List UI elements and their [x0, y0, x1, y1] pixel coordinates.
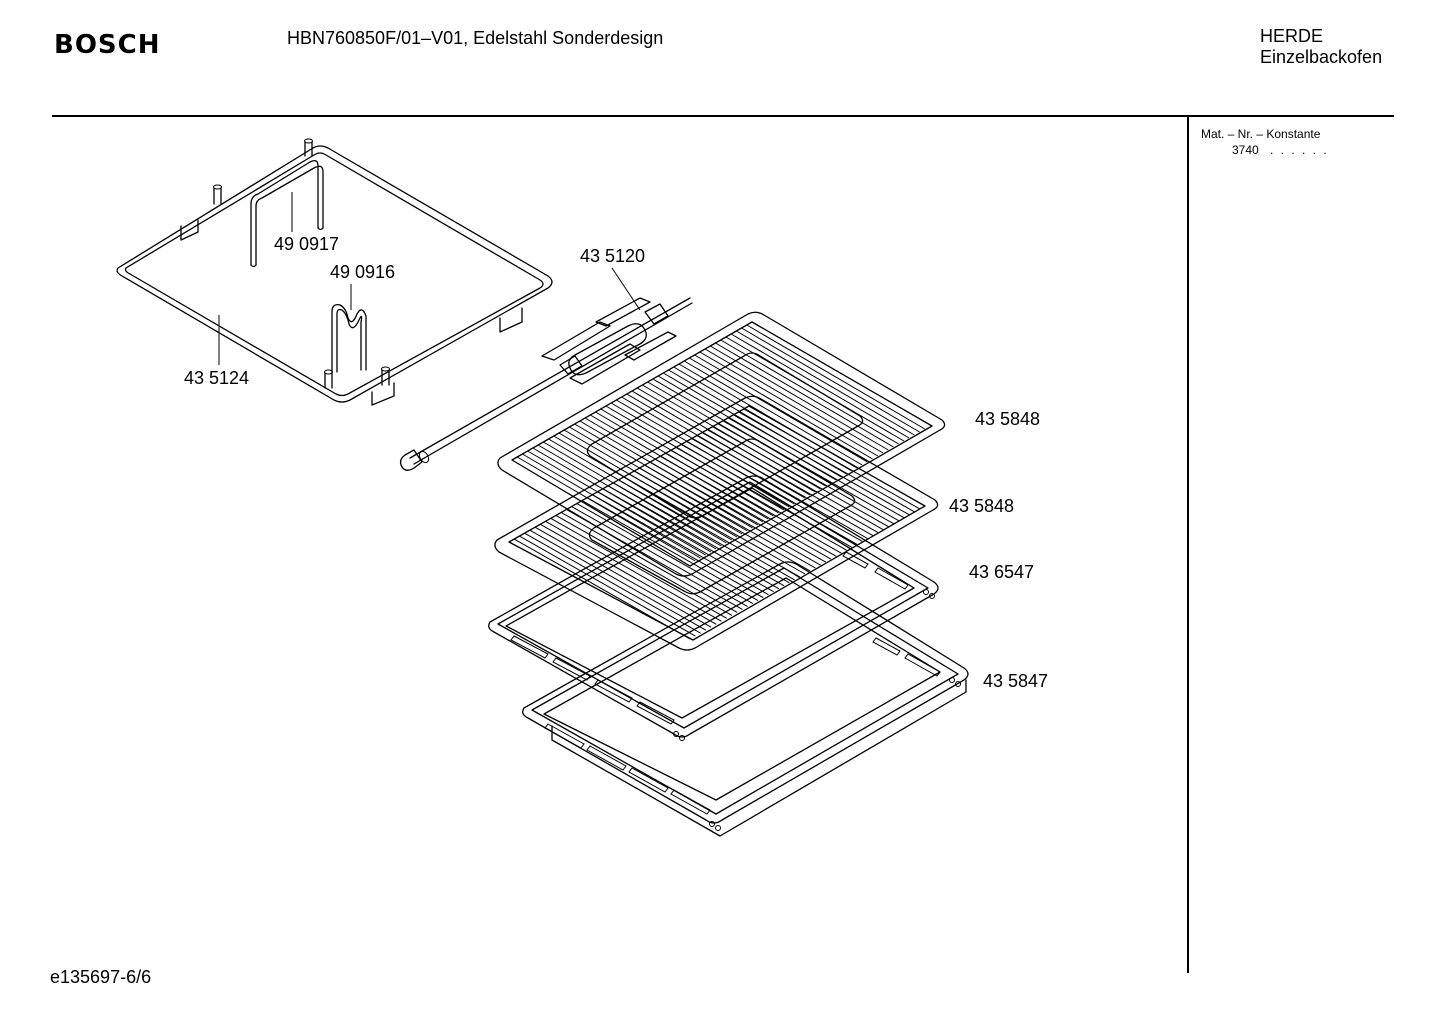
shelf-bar [555, 514, 733, 616]
mat-nr-dots: . . . . . . [1270, 143, 1329, 157]
shelf-bar [534, 526, 712, 628]
shelf-bar [683, 360, 863, 466]
brand-logo: BOSCH [54, 30, 161, 60]
part-label-435847: 43 5847 [983, 671, 1048, 691]
part-label-435848-lower: 43 5848 [949, 496, 1014, 516]
drawing-id: e135697-6/6 [50, 967, 152, 987]
shelf-bar [738, 411, 915, 513]
shelf-bar [746, 324, 926, 430]
shelf-bar [694, 354, 873, 460]
wire-shelf-upper [497, 311, 946, 577]
shelf-bar [727, 417, 905, 519]
shelf-bar [743, 408, 921, 510]
baking-tray-slots [510, 551, 909, 725]
model-title: HBN760850F/01–V01, Edelstahl Sonderdesig… [287, 28, 664, 48]
shelf-bar [524, 532, 701, 634]
side-rack-frame [116, 138, 553, 406]
shelf-bar [733, 414, 910, 516]
shelf-bar [736, 330, 915, 436]
category-line-2: Einzelbackofen [1260, 47, 1383, 67]
shelf-bar [710, 345, 889, 451]
shelf-bar [560, 512, 738, 613]
shelf-bar [550, 517, 727, 619]
mat-nr-value: 3740 [1232, 143, 1259, 157]
shelf-bar [529, 529, 707, 631]
shelf-bar [571, 506, 748, 607]
rotisserie-spit [399, 297, 693, 471]
category-block: HERDE Einzelbackofen [1260, 26, 1382, 68]
part-label-435124: 43 5124 [184, 368, 249, 388]
shelf-bar [715, 342, 894, 448]
header-divider [52, 115, 1394, 117]
shelf-bar [566, 509, 743, 610]
rack-wire-support-curved [331, 304, 367, 373]
shelf-bar [581, 500, 759, 602]
shelf-bar [720, 339, 899, 445]
shelf-bar [699, 351, 879, 457]
baking-tray [488, 475, 939, 741]
part-label-490917: 49 0917 [274, 234, 339, 254]
part-label-436547: 43 6547 [969, 562, 1034, 582]
shelf-bar [722, 420, 900, 522]
part-label-435848-upper: 43 5848 [975, 409, 1040, 429]
shelf-bar [540, 523, 717, 625]
shelf-bar [576, 503, 754, 604]
part-label-490916: 49 0916 [330, 262, 395, 282]
category-line-1: HERDE [1260, 26, 1324, 46]
part-label-435120: 43 5120 [580, 246, 645, 266]
shelf-bar [730, 333, 910, 439]
shelf-bar [545, 520, 722, 622]
wire-shelf-lower [494, 395, 939, 651]
leader-435120 [611, 267, 641, 311]
rack-wire-support [250, 160, 324, 268]
shelf-bar [516, 456, 696, 562]
shelf-bar [704, 348, 884, 454]
shelf-bar [689, 357, 868, 463]
side-panel-divider [1187, 117, 1189, 973]
deep-pan-slots [544, 637, 941, 815]
shelf-bar [513, 538, 691, 640]
shelf-bar [741, 327, 920, 433]
deep-pan [522, 561, 969, 837]
wire-shelf-lower-bars [513, 408, 921, 640]
shelf-bar [519, 535, 696, 637]
mat-nr-label: Mat. – Nr. – Konstante [1201, 127, 1321, 141]
